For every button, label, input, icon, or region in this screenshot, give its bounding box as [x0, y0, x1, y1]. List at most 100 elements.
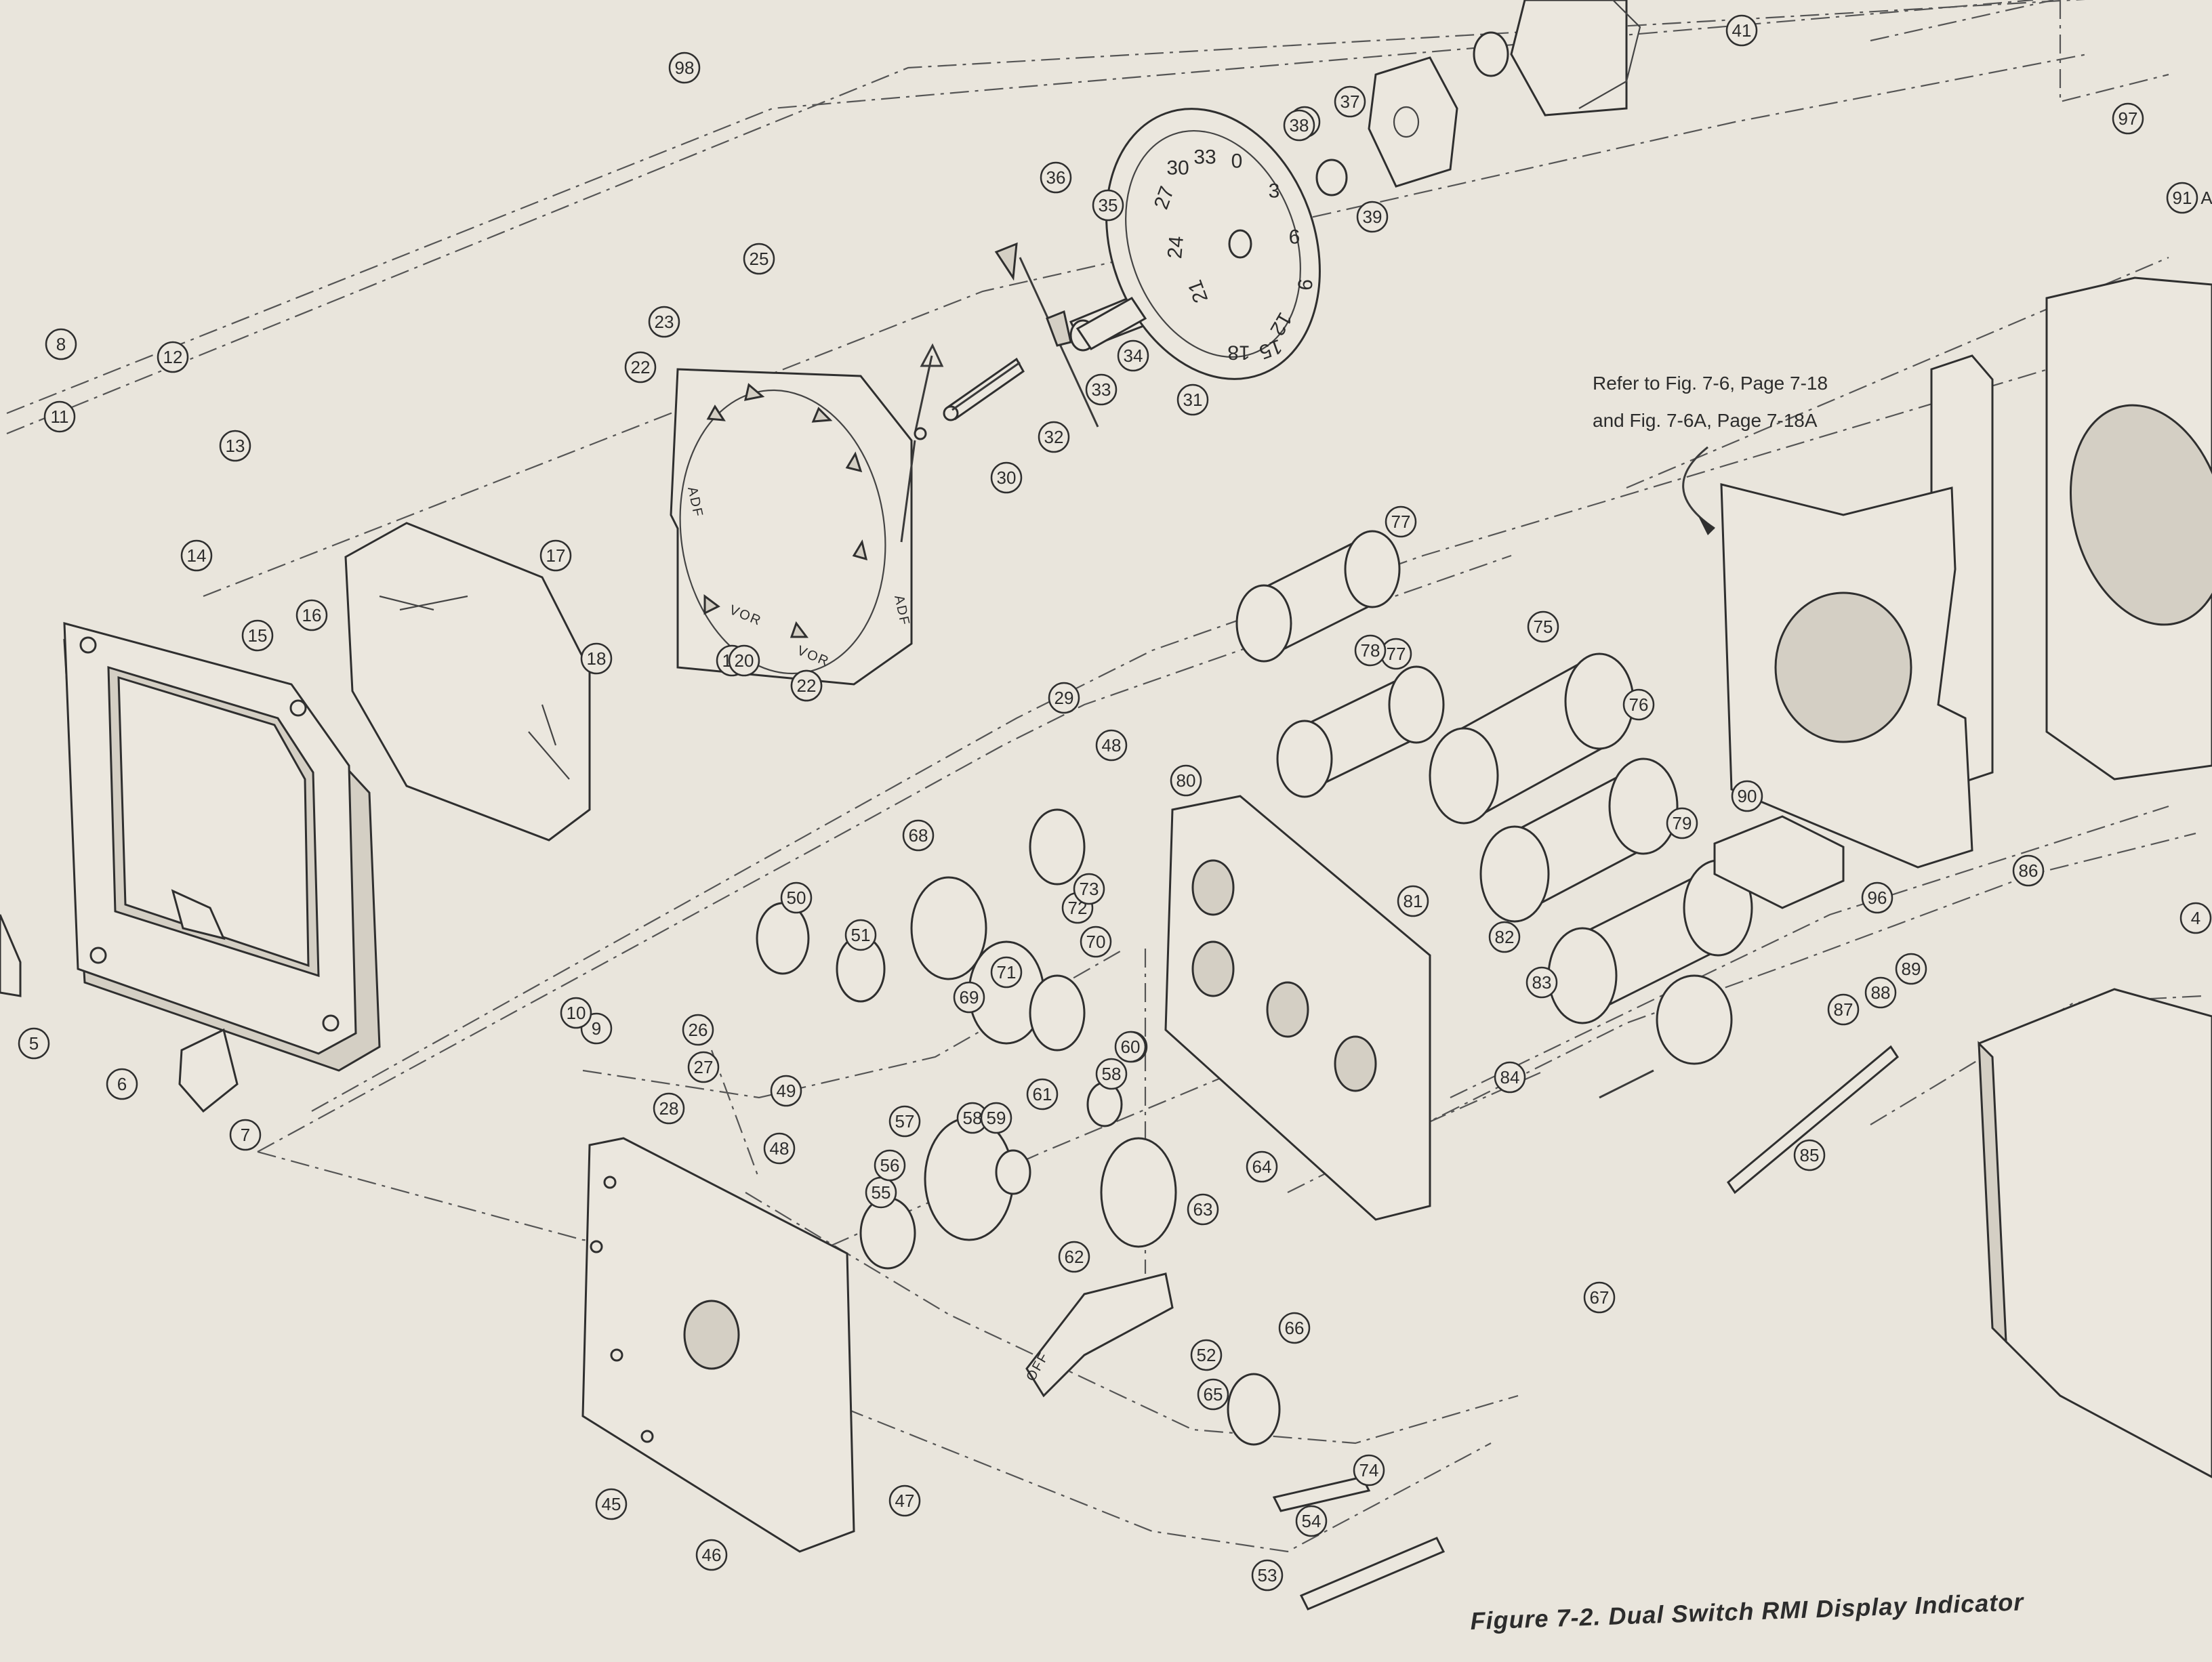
callout-number: 64	[1252, 1157, 1272, 1177]
callout-10: 10	[560, 997, 592, 1029]
callout-circle	[1354, 634, 1387, 667]
callout-circle	[1246, 1150, 1278, 1183]
callout-80: 80	[1170, 764, 1202, 797]
callout-circle	[728, 644, 760, 677]
callout-number: 13	[226, 436, 245, 456]
callout-circle	[157, 341, 189, 373]
callout-number: 46	[702, 1545, 722, 1565]
callout-79: 79	[1666, 807, 1698, 839]
callout-circle	[1176, 383, 1209, 416]
callout-number: 41	[1732, 20, 1752, 41]
callout-number: 88	[1871, 982, 1891, 1003]
callout-number: 57	[895, 1111, 915, 1131]
callout-66: 66	[1278, 1312, 1311, 1344]
callout-circle	[1190, 1339, 1223, 1371]
callout-56: 56	[874, 1149, 906, 1182]
callout-48: 48	[1095, 729, 1128, 762]
callout-86: 86	[2012, 854, 2045, 887]
callout-circle	[539, 539, 572, 572]
callout-circle	[1048, 682, 1080, 714]
callout-circle	[2012, 854, 2045, 887]
callout-circle	[1793, 1139, 1826, 1171]
callout-83: 83	[1525, 966, 1558, 999]
callout-85: 85	[1793, 1139, 1826, 1171]
callout-22: 22	[790, 669, 823, 702]
callout-circle	[953, 981, 985, 1014]
bezel-assembly	[63, 622, 381, 1072]
callout-47: 47	[888, 1484, 921, 1517]
callout-circle	[648, 306, 680, 338]
callout-number: 65	[1204, 1384, 1223, 1405]
callout-6: 6	[106, 1068, 138, 1100]
callout-number: 90	[1738, 786, 1757, 806]
callout-number: 87	[1834, 999, 1853, 1020]
callout-circle	[780, 881, 813, 914]
callout-circle	[2179, 902, 2212, 934]
callout-87: 87	[1827, 993, 1860, 1026]
callout-number: 59	[987, 1108, 1006, 1128]
callout-5: 5	[18, 1027, 50, 1060]
callout-73: 73	[1073, 873, 1105, 905]
reference-note-line-1: Refer to Fig. 7-6, Page 7-18	[1593, 373, 1828, 394]
callout-62: 62	[1058, 1241, 1090, 1273]
callout-circle	[1731, 780, 1763, 812]
callout-36: 36	[1040, 161, 1072, 194]
callout-number: 11	[51, 407, 69, 427]
callout-circle	[18, 1027, 50, 1060]
callout-37: 37	[1334, 85, 1366, 118]
callout-81: 81	[1397, 885, 1429, 917]
callout-number: 83	[1532, 972, 1552, 993]
dial-number-33: 33	[1193, 146, 1216, 169]
callout-39: 39	[1356, 201, 1389, 233]
callout-number: 78	[1361, 640, 1380, 661]
callout-number: 34	[1124, 346, 1143, 366]
callout-number: 79	[1673, 813, 1692, 833]
callout-circle	[1117, 339, 1149, 372]
callout-circle	[980, 1102, 1012, 1134]
knobs: OFF	[0, 914, 1174, 1398]
callout-circle	[560, 997, 592, 1029]
callout-circle	[1725, 14, 1758, 47]
callout-number: 82	[1495, 927, 1515, 947]
callout-number: 45	[602, 1494, 621, 1514]
callout-circle	[874, 1149, 906, 1182]
callout-circle	[668, 51, 701, 84]
callout-57: 57	[888, 1105, 921, 1138]
callout-69: 69	[953, 981, 985, 1014]
callout-58: 58	[956, 1102, 989, 1134]
callout-circle	[1385, 505, 1417, 538]
callout-number: 29	[1054, 688, 1074, 708]
callout-15: 15	[241, 619, 274, 652]
callout-circle	[1283, 109, 1315, 142]
callout-number: 52	[1197, 1345, 1216, 1365]
callout-number: 91	[2173, 188, 2192, 208]
callout-35: 35	[1092, 189, 1124, 222]
callout-number: 18	[587, 648, 607, 669]
callout-number: 14	[187, 545, 207, 566]
reference-note-line-2: and Fig. 7-6A, Page 7-18A	[1593, 410, 1818, 431]
callout-number: 68	[909, 825, 928, 846]
callout-number: 61	[1033, 1084, 1052, 1104]
callout-number: 76	[1629, 694, 1649, 715]
callout-circle	[1026, 1078, 1059, 1110]
callout-circle	[1073, 873, 1105, 905]
callout-number: 6	[117, 1074, 127, 1094]
callout-circle	[1040, 161, 1072, 194]
callout-number: 86	[2019, 860, 2039, 881]
callout-34: 34	[1117, 339, 1149, 372]
callout-number: 84	[1500, 1067, 1520, 1087]
dial-number-6: 6	[1289, 226, 1300, 249]
callout-number: 36	[1046, 167, 1066, 188]
callout-70: 70	[1080, 926, 1112, 958]
callout-number: 89	[1902, 959, 1921, 979]
rear-chassis	[1720, 276, 2212, 1478]
callout-61: 61	[1026, 1078, 1059, 1110]
callout-circle	[1827, 993, 1860, 1026]
callout-number: 20	[735, 650, 754, 671]
compass-card: 33 30 27 24 21 0 3 6 9 12 15 18	[1105, 108, 1321, 380]
callout-number: 62	[1065, 1247, 1084, 1267]
callout-30: 30	[990, 461, 1023, 494]
callout-circle	[990, 956, 1023, 989]
callout-number: 33	[1092, 379, 1111, 400]
